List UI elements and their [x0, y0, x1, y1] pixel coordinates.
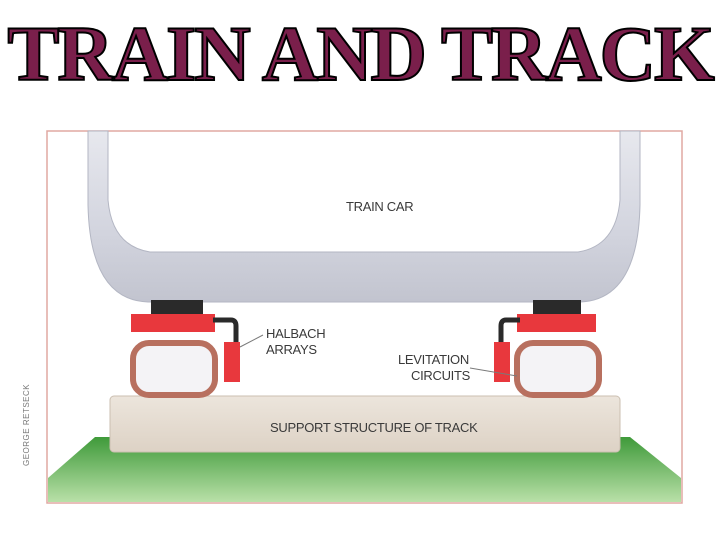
train-car-label: TRAIN CAR	[346, 199, 414, 214]
levitation-circuits-label-line1: LEVITATION	[398, 352, 469, 367]
bogie-right	[533, 300, 581, 316]
illustrator-credit: GEORGE RETSECK	[22, 383, 31, 466]
halbach-leader-line	[239, 334, 264, 348]
halbach-array-left	[131, 314, 215, 332]
halbach-arrays-label-line2: ARRAYS	[266, 342, 317, 357]
halbach-connector-left	[213, 317, 239, 344]
halbach-array-right	[517, 314, 596, 332]
halbach-vertical-right	[494, 342, 510, 382]
levitation-circuits-label-line2: CIRCUITS	[411, 368, 470, 383]
halbach-arrays-label-line1: HALBACH	[266, 326, 326, 341]
halbach-connector-right	[498, 317, 520, 344]
support-structure-label: SUPPORT STRUCTURE OF TRACK	[270, 420, 478, 435]
page-title: TRAIN AND TRACK	[6, 9, 715, 98]
halbach-vertical-left	[224, 342, 240, 382]
bogie-left	[151, 300, 203, 316]
levitation-coil-right	[514, 340, 602, 398]
ground	[48, 437, 681, 502]
support-structure	[109, 395, 621, 453]
levitation-leader-line	[469, 367, 518, 377]
train-car-body	[87, 130, 641, 303]
levitation-coil-left	[130, 340, 218, 398]
